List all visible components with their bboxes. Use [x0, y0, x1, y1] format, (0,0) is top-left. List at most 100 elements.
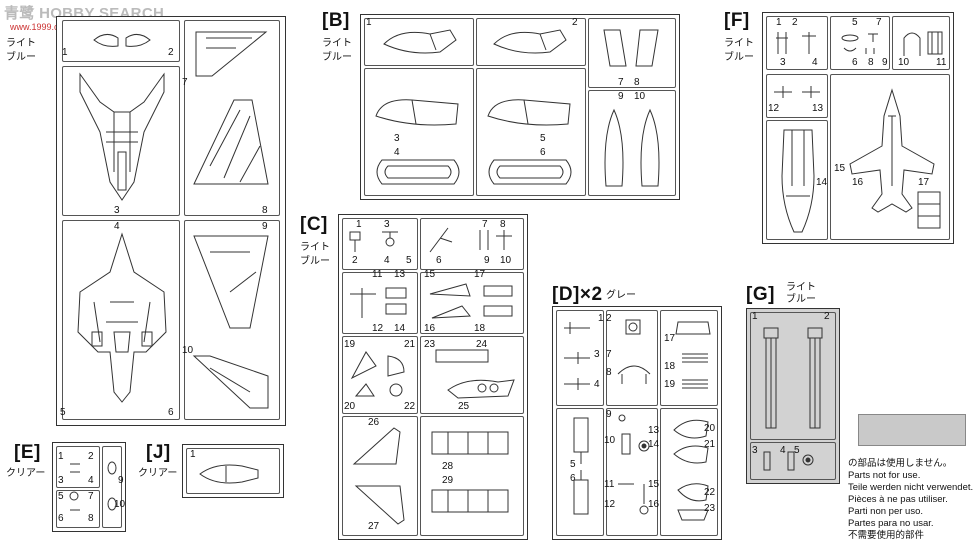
part-number: 1 — [752, 311, 758, 322]
sprue-d-cell — [606, 310, 658, 406]
part-number: 8 — [500, 219, 506, 230]
part-number: 4 — [812, 57, 818, 68]
cockpit-tub-c23-25-drawing — [428, 346, 520, 402]
part-number: 11 — [936, 57, 947, 68]
sprue-d-cell — [556, 310, 604, 406]
part-number: 10 — [500, 255, 512, 266]
part-number: 12 — [604, 499, 616, 510]
sprue-d-frame — [552, 306, 722, 540]
tank-parts-9-10-drawing — [596, 106, 668, 190]
sprue-f-cell — [830, 16, 890, 70]
sprue-j-cell — [186, 448, 280, 494]
part-number: 6 — [58, 513, 64, 524]
part-number: 10 — [634, 91, 646, 102]
part-number: 20 — [344, 401, 356, 412]
part-number: 10 — [114, 499, 126, 510]
part-number: 3 — [394, 133, 400, 144]
small-parts-g3-5-drawing — [758, 448, 824, 474]
part-number: 14 — [816, 177, 828, 188]
part-number: 7 — [482, 219, 488, 230]
part-number: 4 — [384, 255, 390, 266]
part-number: 3 — [780, 57, 786, 68]
part-7-8-drawing — [596, 26, 668, 72]
parts-d9-16-drawing — [614, 414, 654, 524]
sprue-b-cell — [476, 18, 586, 66]
part-number: 13 — [648, 425, 660, 436]
part-number: 21 — [704, 439, 716, 450]
sprue-f-cell — [766, 74, 828, 118]
legend-line-zh: 不需要使用的部件 — [848, 530, 925, 541]
part-number: 8 — [88, 513, 94, 524]
part-number: 8 — [262, 205, 268, 216]
watermark-logo-text: 青鹭 — [4, 5, 35, 22]
sprue-c-cell — [342, 336, 418, 414]
small-parts-d1-4-drawing — [560, 318, 600, 398]
intake-part-2-drawing — [490, 26, 570, 56]
sprue-a-cell — [62, 66, 180, 216]
sprue-f-cell — [892, 16, 950, 70]
sprue-d-cell — [660, 408, 718, 536]
part-number: 5 — [570, 459, 576, 470]
part-number: 6 — [436, 255, 442, 266]
sprue-c-cell — [420, 218, 524, 270]
legend-line-es: Partes para no usar. — [848, 518, 934, 529]
part-number: 5 — [852, 17, 858, 28]
intake-part-1-drawing — [380, 26, 460, 56]
sprue-f-color-line1: ライト — [724, 38, 754, 49]
sprue-g-color-line2: ブルー — [786, 294, 816, 305]
legend-line-en: Parts not for use. — [848, 470, 921, 481]
clear-parts-e9-10-drawing — [104, 456, 120, 522]
sprue-j-title: [J] — [146, 442, 171, 463]
part-number: 20 — [704, 423, 716, 434]
part-number: 12 — [372, 323, 384, 334]
part-number: 3 — [384, 219, 390, 230]
sprue-a-color-line2: ブルー — [6, 52, 36, 63]
unused-part-swatch — [858, 414, 966, 446]
engine-part-14-drawing — [774, 126, 822, 236]
part-number: 11 — [604, 479, 615, 490]
part-number: 1 — [776, 17, 782, 28]
part-number: 9 — [118, 475, 124, 486]
part-number: 5 — [540, 133, 546, 144]
clear-parts-e-drawing — [62, 458, 98, 522]
sprue-c-color-line1: ライト — [300, 242, 330, 253]
part-number: 3 — [594, 349, 600, 360]
part-number: 10 — [604, 435, 616, 446]
part-number: 12 — [768, 103, 780, 114]
part-number: 15 — [834, 163, 846, 174]
part-number: 14 — [648, 439, 660, 450]
sprue-b-color-line1: ライト — [322, 38, 352, 49]
wing-part-8-drawing — [190, 96, 272, 188]
part-number: 6 — [852, 57, 858, 68]
part-number: 7 — [876, 17, 882, 28]
part-number: 17 — [918, 177, 930, 188]
part-number: 2 — [572, 17, 578, 28]
part-number: 13 — [812, 103, 824, 114]
legend-line-fr: Pièces à ne pas utiliser. — [848, 494, 948, 505]
part-number: 28 — [442, 461, 454, 472]
part-number: 18 — [664, 361, 676, 372]
part-number: 23 — [424, 339, 436, 350]
sprue-d-cell — [660, 310, 718, 406]
part-number: 1 — [190, 449, 196, 460]
part-number: 2 — [606, 313, 612, 324]
sprue-c-title: [C] — [300, 214, 328, 235]
sprue-d-title: [D]×2 — [552, 284, 603, 305]
sprue-j-color: クリアー — [138, 468, 178, 479]
sprue-f-cell — [830, 74, 950, 240]
part-number: 19 — [664, 379, 676, 390]
tail-fins-c26-27-drawing — [348, 424, 414, 528]
pod-part-3-drawing — [372, 94, 464, 130]
part-number: 16 — [852, 177, 864, 188]
lower-fuselage-part-drawing — [70, 232, 174, 404]
watermark-url: www.1999.co.jp — [10, 22, 74, 32]
small-parts-c19-22-drawing — [346, 348, 414, 400]
sprue-f-color-line2: ブルー — [724, 52, 754, 63]
canopy-j1-drawing — [196, 460, 262, 486]
part-number: 26 — [368, 417, 380, 428]
part-number: 1 — [356, 219, 362, 230]
sprue-g-cell — [750, 312, 836, 440]
upper-fuselage-part-drawing — [70, 72, 174, 202]
part-number: 15 — [648, 479, 660, 490]
sprue-d-color: グレー — [606, 290, 636, 301]
